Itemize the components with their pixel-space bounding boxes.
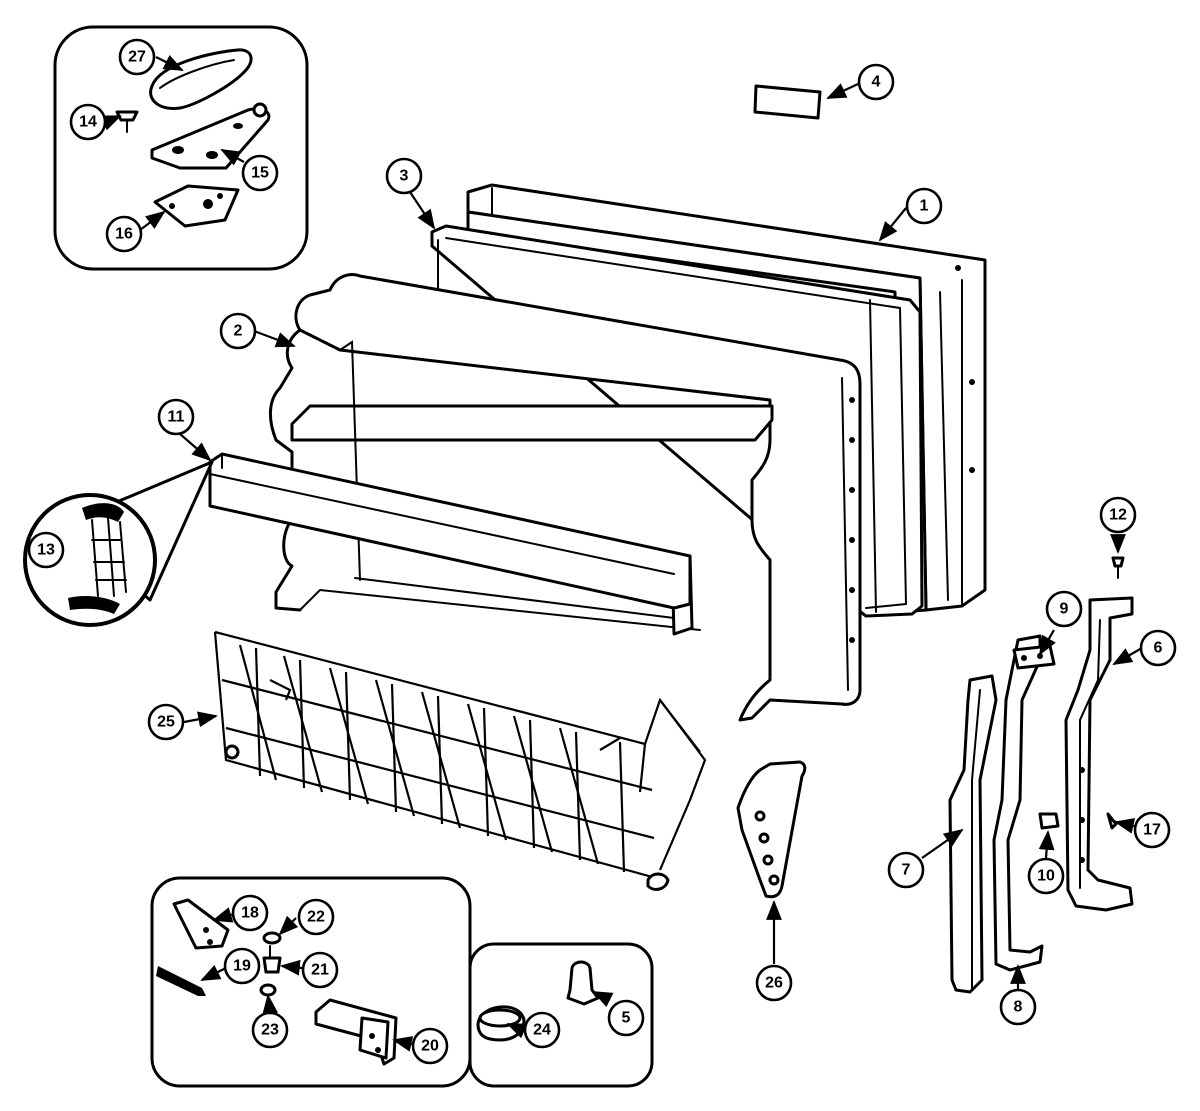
callout-23: 23 bbox=[251, 1011, 289, 1049]
hinge-bracket-18 bbox=[172, 898, 230, 950]
washer-23 bbox=[259, 983, 277, 997]
callout-label: 19 bbox=[233, 958, 251, 975]
callout-18: 18 bbox=[231, 894, 269, 932]
wire-basket bbox=[213, 630, 707, 891]
callout-label: 12 bbox=[1109, 507, 1127, 524]
handle-mount-plate-9 bbox=[1012, 644, 1056, 670]
callout-label: 8 bbox=[1014, 999, 1023, 1016]
callout-label: 3 bbox=[400, 168, 409, 185]
callout-21: 21 bbox=[301, 951, 339, 989]
callout-3: 3 bbox=[385, 157, 423, 195]
callout-label: 14 bbox=[79, 114, 97, 131]
callout-label: 6 bbox=[1154, 640, 1163, 657]
callout-label: 26 bbox=[765, 975, 783, 992]
bottom-hinge-bracket bbox=[736, 760, 807, 899]
callout-14: 14 bbox=[69, 103, 107, 141]
nameplate bbox=[753, 84, 822, 120]
callout-12: 12 bbox=[1099, 496, 1137, 534]
callout-20: 20 bbox=[411, 1027, 449, 1065]
end-cap-zoom-circle bbox=[23, 493, 157, 627]
handle-trim-center bbox=[992, 634, 1044, 972]
leader-lines bbox=[100, 54, 1143, 1052]
callout-label: 16 bbox=[115, 226, 133, 243]
shelf-end-cap bbox=[82, 503, 124, 522]
callout-1: 1 bbox=[905, 187, 943, 225]
callout-10: 10 bbox=[1027, 857, 1065, 895]
callout-label: 20 bbox=[421, 1038, 439, 1055]
callout-label: 7 bbox=[902, 862, 911, 879]
callout-24: 24 bbox=[523, 1011, 561, 1049]
callout-label: 17 bbox=[1143, 822, 1161, 839]
callout-label: 18 bbox=[241, 905, 259, 922]
callout-16: 16 bbox=[105, 215, 143, 253]
callout-label: 11 bbox=[168, 409, 185, 426]
callout-label: 1 bbox=[920, 198, 929, 215]
callout-17: 17 bbox=[1133, 811, 1171, 849]
bumper-5 bbox=[566, 960, 600, 1006]
callout-7: 7 bbox=[887, 851, 925, 889]
callout-label: 4 bbox=[872, 74, 881, 91]
hinge-spacer-19 bbox=[156, 966, 206, 996]
callout-label: 13 bbox=[37, 542, 55, 559]
callout-label: 15 bbox=[251, 165, 269, 182]
hinge-pin-21 bbox=[262, 956, 282, 974]
callout-label: 22 bbox=[307, 909, 325, 926]
callout-8: 8 bbox=[999, 988, 1037, 1026]
bottom-hinge-20 bbox=[314, 998, 398, 1066]
washer-22 bbox=[262, 931, 282, 945]
door-handle bbox=[1064, 596, 1134, 912]
callout-9: 9 bbox=[1045, 590, 1083, 628]
callout-label: 9 bbox=[1060, 601, 1069, 618]
callout-27: 27 bbox=[118, 38, 156, 76]
callout-13: 13 bbox=[27, 531, 65, 569]
callout-label: 2 bbox=[234, 323, 243, 340]
callout-19: 19 bbox=[223, 947, 261, 985]
callout-25: 25 bbox=[147, 703, 185, 741]
callout-15: 15 bbox=[241, 154, 279, 192]
callout-label: 21 bbox=[311, 962, 329, 979]
handle-clip bbox=[1038, 812, 1060, 830]
callout-5: 5 bbox=[607, 999, 645, 1037]
callout-label: 27 bbox=[128, 49, 146, 66]
liner-shelf bbox=[290, 404, 774, 442]
callout-label: 25 bbox=[157, 714, 175, 731]
callout-26: 26 bbox=[755, 964, 793, 1002]
callout-label: 5 bbox=[622, 1010, 631, 1027]
callout-4: 4 bbox=[857, 63, 895, 101]
callout-label: 10 bbox=[1037, 868, 1055, 885]
callout-11: 11 bbox=[157, 398, 195, 436]
callout-22: 22 bbox=[297, 898, 335, 936]
callout-label: 23 bbox=[261, 1022, 279, 1039]
callout-2: 2 bbox=[219, 312, 257, 350]
plug-inset-box bbox=[468, 942, 654, 1088]
hinge-cover-cap bbox=[149, 48, 253, 110]
callout-6: 6 bbox=[1139, 629, 1177, 667]
callout-label: 24 bbox=[533, 1022, 551, 1039]
